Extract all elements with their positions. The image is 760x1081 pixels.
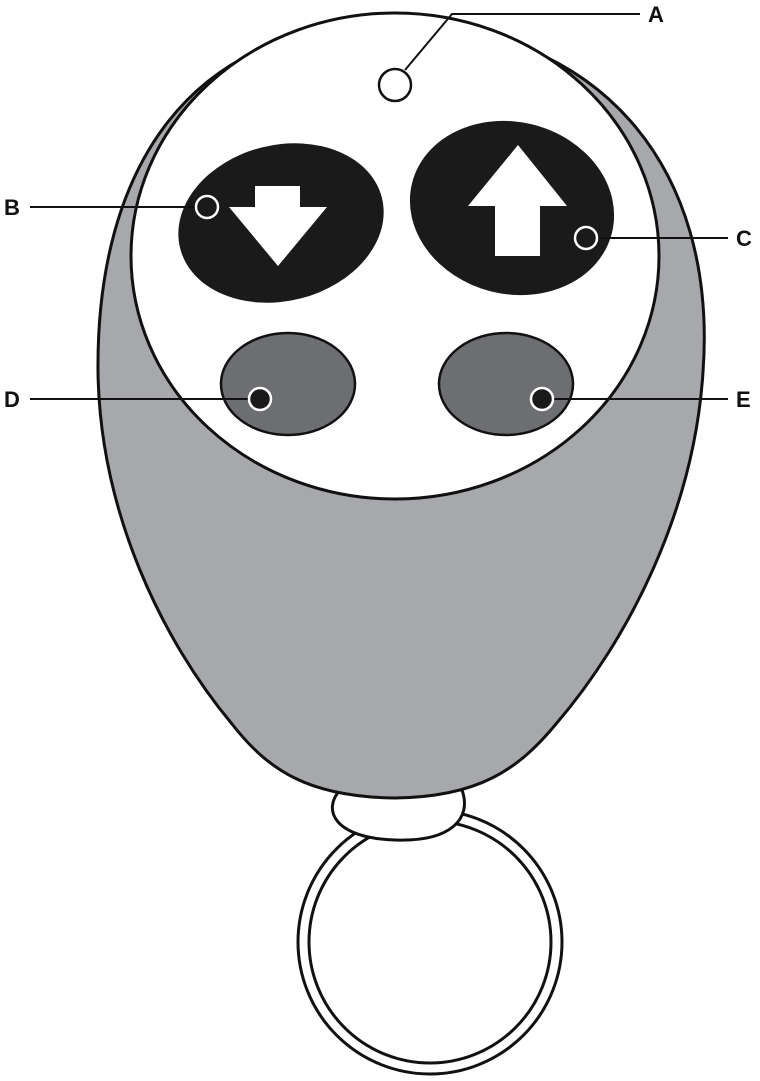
callout-leaders (30, 13, 728, 412)
callout-label-e: E (736, 387, 751, 412)
callout-e-dot (529, 386, 555, 412)
aux-button-d[interactable] (219, 331, 357, 437)
down-arrow-icon (229, 186, 327, 266)
led-indicator-icon (377, 67, 413, 103)
callout-label-b: B (4, 195, 20, 220)
callout-b-dot (194, 194, 220, 220)
up-arrow-icon (468, 145, 567, 256)
callout-label-d: D (4, 387, 20, 412)
callout-c-dot (573, 225, 599, 251)
key-ring-icon (296, 808, 564, 1076)
down-button[interactable] (161, 122, 401, 324)
aux-button-e[interactable] (437, 331, 575, 437)
callout-label-a: A (648, 2, 664, 27)
callout-label-c: C (736, 226, 752, 251)
callout-a-leader (404, 13, 640, 71)
callout-d-dot (247, 386, 273, 412)
up-button[interactable] (391, 100, 632, 317)
ring-loop (330, 788, 466, 842)
